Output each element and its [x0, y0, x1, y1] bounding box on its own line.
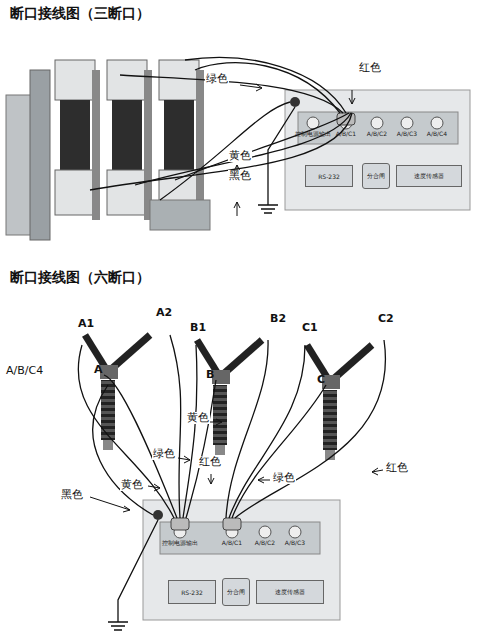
- wire-color-label: 黄色: [186, 412, 210, 424]
- port-label: 分合闸: [367, 172, 385, 181]
- terminal-label: C2: [378, 313, 394, 325]
- wire-color-label: A/B/C4: [5, 365, 44, 377]
- wire-color-label: 绿色: [152, 448, 176, 460]
- socket-label: A/B/C1: [222, 540, 242, 547]
- port-label: RS-232: [318, 173, 340, 180]
- breaker: [6, 60, 210, 240]
- socket-label: A/B/C3: [397, 131, 417, 138]
- socket-label: A/B/C2: [255, 540, 275, 547]
- socket-label: A/B/C2: [367, 131, 387, 138]
- wire-color-label: 黑色: [60, 489, 84, 501]
- panel-port-box: 分合闸: [222, 578, 250, 606]
- terminal-label: A1: [78, 318, 94, 330]
- panel-port-box: 速度传感器: [256, 580, 324, 604]
- panel-port-box: 速度传感器: [396, 165, 462, 187]
- terminal-label: C: [317, 374, 325, 386]
- wire-color-label: 红色: [385, 462, 409, 474]
- terminal-label: B: [206, 369, 214, 381]
- wire-color-label: 绿色: [272, 472, 296, 484]
- terminal-label: B2: [270, 313, 286, 325]
- socket-label: A/B/C4: [427, 131, 447, 138]
- wire-color-label: 红色: [198, 456, 222, 468]
- diagram-title: 断口接线图（三断口）: [10, 6, 150, 21]
- panel-port-box: RS-232: [168, 580, 216, 604]
- port-label: 速度传感器: [414, 172, 444, 181]
- port-label: 分合闸: [227, 588, 245, 597]
- port-label: 速度传感器: [275, 588, 305, 597]
- socket-label: A/B/C3: [285, 540, 305, 547]
- wire-color-label: 黄色: [228, 150, 252, 162]
- section-title: 断口接线图（六断口）: [10, 270, 150, 285]
- panel-port-box: 分合闸: [362, 163, 390, 189]
- terminal-label: B1: [190, 322, 206, 334]
- tester-panel: [143, 500, 340, 620]
- wire-color-label: 红色: [358, 62, 382, 74]
- wire-color-label: 黄色: [120, 479, 144, 491]
- terminal-label: A2: [156, 307, 172, 319]
- port-label: RS-232: [181, 589, 203, 596]
- wire-color-label: 绿色: [205, 73, 229, 85]
- wire-color-label: 黑色: [228, 170, 252, 182]
- panel-port-box: RS-232: [305, 165, 353, 187]
- socket-label: 控制电源输出: [295, 131, 331, 138]
- socket-label: 控制电源输出: [162, 540, 198, 547]
- socket-label: A/B/C1: [336, 131, 356, 138]
- terminal-label: A: [94, 364, 103, 376]
- terminal-label: C1: [302, 322, 318, 334]
